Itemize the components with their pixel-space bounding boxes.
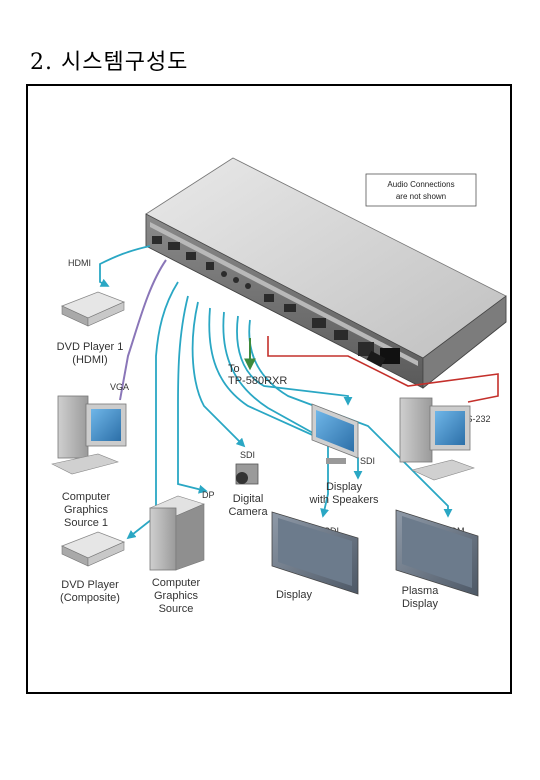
computer-2-label-3: Source	[159, 603, 194, 615]
cable-cv-dvd	[126, 281, 179, 540]
computer-2-label-2: Graphics	[154, 590, 199, 602]
audio-note-line-2: are not shown	[396, 192, 446, 201]
display-with-speakers: Display with Speakers	[308, 403, 379, 506]
video-cables	[99, 245, 453, 540]
dvd-composite-label-1: DVD Player	[61, 579, 119, 591]
computer-2-label-1: Computer	[152, 577, 201, 589]
diagram-frame	[26, 84, 512, 694]
computer-1-label-1: Computer	[62, 491, 111, 503]
display-label: Display	[276, 589, 313, 601]
plasma-label-1: Plasma	[402, 585, 440, 597]
computer-graphics-source-2: Computer Graphics Source	[149, 495, 205, 615]
computer-1-label-2: Graphics	[64, 504, 109, 516]
speakers-display-label-1: Display	[326, 481, 363, 493]
label-rs232: RS-232	[460, 414, 491, 424]
dvd-hdmi-label-1: DVD Player 1	[57, 341, 124, 353]
cable-sdi-camera	[191, 301, 246, 448]
label-dp: DP	[202, 490, 215, 500]
cable-rs232	[267, 336, 499, 403]
to-label-line-2: TP-580RXR	[228, 375, 287, 387]
cable-sdi-speakers	[222, 311, 363, 480]
computer-rs232	[399, 397, 475, 481]
cable-hdmi-dvd	[99, 245, 151, 287]
cable-sdi-display	[208, 307, 329, 518]
label-hdmi: HDMI	[68, 258, 91, 268]
audio-note: Audio Connections are not shown	[365, 173, 477, 207]
switcher-unit	[145, 157, 507, 389]
label-vga: VGA	[110, 382, 129, 392]
camera-label-2: Camera	[228, 506, 268, 518]
audio-note-line-1: Audio Connections	[387, 180, 454, 189]
system-diagram: Audio Connections are not shown HDMI VG	[51, 157, 507, 615]
plasma-label-2: Display	[402, 598, 439, 610]
dvd-composite-label-2: (Composite)	[60, 592, 120, 604]
speakers-display-label-2: with Speakers	[308, 494, 379, 506]
dvd-player-composite: DVD Player (Composite)	[60, 531, 126, 604]
dvd-player-hdmi: DVD Player 1 (HDMI)	[57, 291, 126, 366]
plasma-display: Plasma Display	[395, 509, 479, 610]
label-sdi-speakers: SDI	[360, 456, 375, 466]
display: Display	[271, 511, 359, 601]
digital-camera: Digital Camera	[228, 463, 268, 518]
computer-graphics-source-1: Computer Graphics Source 1	[51, 395, 127, 529]
cable-dp-computer	[177, 295, 208, 494]
dvd-hdmi-label-2: (HDMI)	[72, 354, 107, 366]
rear-ports	[152, 236, 400, 364]
computer-1-label-3: Source 1	[64, 517, 108, 529]
cable-vga-computer	[119, 259, 167, 401]
label-sdi-camera: SDI	[240, 450, 255, 460]
camera-label-1: Digital	[233, 493, 264, 505]
page-title: 2. 시스템구성도	[30, 50, 189, 75]
to-label-line-1: To	[228, 363, 240, 375]
